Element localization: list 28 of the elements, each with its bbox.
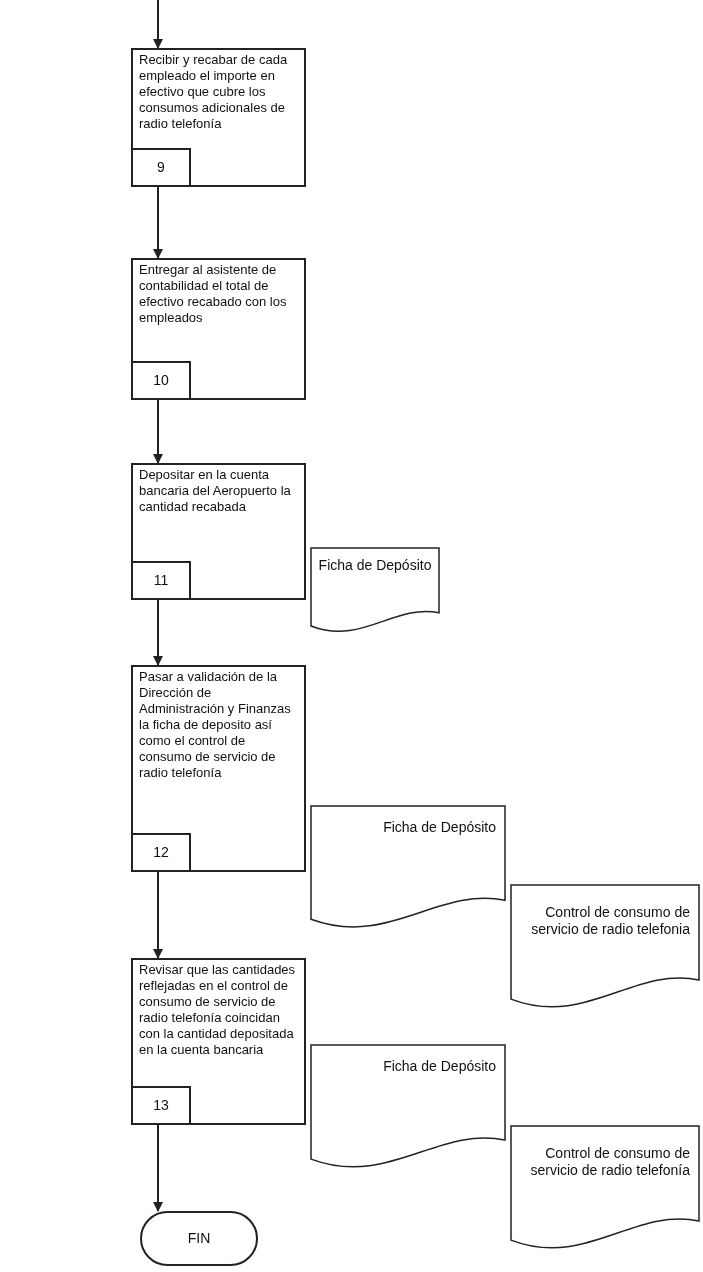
- arrow: [153, 599, 163, 666]
- document-label: Control de consumo de servicio de radio telefonia: [530, 904, 690, 938]
- step-text: Depositar en la cuenta bancaria del Aeropuerto la cantidad recabada: [138, 466, 292, 515]
- arrow: [153, 871, 163, 959]
- process-box: [131, 958, 306, 1125]
- step-text: Recibir y recabar de cada empleado el importe en efectivo que cubre los consumos adicionales de radio telefonía: [138, 51, 289, 132]
- step-number: 9: [133, 148, 191, 185]
- step-number: 11: [133, 561, 191, 598]
- process-box: [131, 258, 306, 400]
- document-label: Ficha de Depósito: [382, 1058, 496, 1075]
- document-label: Ficha de Depósito: [317, 557, 433, 574]
- step-number: 10: [133, 361, 191, 398]
- document-label: Ficha de Depósito: [382, 819, 496, 836]
- arrow: [153, 399, 163, 464]
- step-number: 12: [133, 833, 191, 870]
- step-number: 13: [133, 1086, 191, 1123]
- step-text: Entregar al asistente de contabilidad el total de efectivo recabado con los empleados: [138, 261, 288, 326]
- arrow: [153, 0, 163, 49]
- arrow: [153, 1124, 163, 1212]
- terminator-text: FIN: [187, 1229, 211, 1248]
- document-label: Control de consumo de servicio de radio telefonía: [529, 1145, 690, 1179]
- terminator-shape: [140, 1211, 258, 1266]
- process-box: [131, 48, 306, 187]
- step-text: Pasar a validación de la Dirección de Administración y Finanzas la ficha de deposito así como el control de consumo de servicio de radio telefonía: [138, 668, 292, 781]
- step-text: Revisar que las cantidades reflejadas en el control de consumo de servicio de radio telefonía coincidan con la cantidad depositada en la cuenta bancaria: [138, 961, 297, 1058]
- arrow: [153, 186, 163, 259]
- process-box: [131, 463, 306, 600]
- process-box: [131, 665, 306, 872]
